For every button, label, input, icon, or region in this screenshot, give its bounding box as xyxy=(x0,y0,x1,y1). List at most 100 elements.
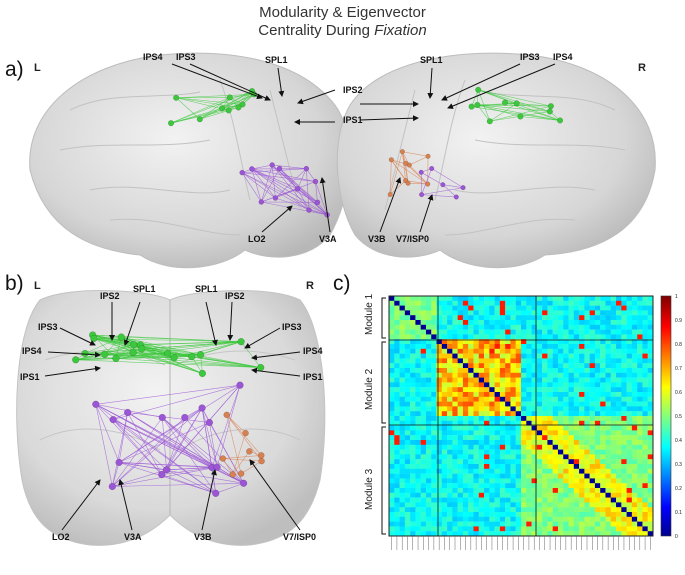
colorbar-tick: 0.2 xyxy=(675,486,682,492)
label-b-ips1-right: IPS1 xyxy=(303,372,323,382)
network-node xyxy=(474,101,481,108)
label-b-v3b: V3B xyxy=(194,532,212,542)
label-a-lo2: LO2 xyxy=(248,234,266,244)
network-v3b-posterior xyxy=(219,411,265,478)
label-a-right-ips4: IPS4 xyxy=(553,52,573,62)
network-node xyxy=(196,116,203,123)
colorbar-tick: 0.1 xyxy=(675,510,682,516)
network-node xyxy=(237,470,245,477)
network-node xyxy=(198,369,207,378)
network-node xyxy=(101,350,109,358)
network-node xyxy=(108,482,116,491)
label-b-spl1-left: SPL1 xyxy=(133,284,156,294)
label-a-ips2: IPS2 xyxy=(343,85,363,95)
network-node xyxy=(546,108,553,115)
network-visual-right-a xyxy=(418,165,466,200)
colorbar-tick: 0 xyxy=(675,534,678,540)
label-b-ips2-right: IPS2 xyxy=(225,291,245,301)
network-node xyxy=(173,94,180,101)
label-b-lo2: LO2 xyxy=(52,532,70,542)
network-node xyxy=(276,165,283,172)
label-a-ips1: IPS1 xyxy=(343,115,363,125)
label-b-ips3-left: IPS3 xyxy=(38,322,58,332)
label-a-v7-isp0: V7/ISP0 xyxy=(396,234,430,244)
network-node xyxy=(258,452,265,459)
hemi-right-b: R xyxy=(306,280,314,292)
network-node xyxy=(212,489,220,497)
network-node xyxy=(419,192,425,198)
panel-a-label: a) xyxy=(5,58,24,81)
panel-b-label: b) xyxy=(5,272,24,295)
network-node xyxy=(239,169,245,176)
network-node xyxy=(453,194,459,200)
network-node xyxy=(170,354,178,362)
network-node xyxy=(517,113,524,120)
network-node xyxy=(440,182,446,188)
network-node xyxy=(181,413,189,422)
network-node xyxy=(162,466,171,474)
colorbar-tick: 0.9 xyxy=(675,318,682,324)
network-node xyxy=(460,185,466,191)
label-b-v3a: V3A xyxy=(124,532,142,542)
network-node xyxy=(213,463,221,471)
network-node xyxy=(163,349,172,357)
network-node xyxy=(205,418,214,427)
module-3-label: Module 3 xyxy=(364,468,375,510)
network-node xyxy=(129,348,137,356)
network-node xyxy=(403,160,409,166)
network-node xyxy=(425,153,431,159)
network-node xyxy=(429,165,435,171)
network-node xyxy=(405,180,411,186)
network-node xyxy=(229,471,236,478)
network-fp-left-a xyxy=(167,88,258,127)
label-a-left-ips4: IPS4 xyxy=(143,52,163,62)
network-node xyxy=(486,118,493,125)
colorbar-tick: 1 xyxy=(675,294,678,300)
network-node xyxy=(418,169,424,175)
label-b-ips3-right: IPS3 xyxy=(282,322,302,332)
label-b-ips4-left: IPS4 xyxy=(22,346,42,356)
network-node xyxy=(130,341,138,349)
label-a-v3b: V3B xyxy=(368,234,386,244)
colorbar-tick: 0.7 xyxy=(675,366,682,372)
network-node xyxy=(502,99,509,106)
network-node xyxy=(219,455,227,462)
network-node xyxy=(239,101,246,108)
network-node xyxy=(188,353,196,361)
network-node xyxy=(294,186,301,192)
colorbar xyxy=(660,295,672,537)
label-a-right-spl1: SPL1 xyxy=(420,55,443,65)
network-node xyxy=(242,429,249,437)
module-1-label: Module 1 xyxy=(364,293,375,335)
network-node xyxy=(138,345,146,353)
hemi-right-a: R xyxy=(638,62,646,74)
network-node xyxy=(240,479,248,487)
network-node xyxy=(219,105,226,112)
network-node xyxy=(117,333,125,341)
network-node xyxy=(312,178,319,185)
colorbar-tick: 0.6 xyxy=(675,390,682,396)
label-a-left-spl1: SPL1 xyxy=(265,55,288,65)
colorbar-tick: 0.5 xyxy=(675,414,682,420)
network-visual-left-a xyxy=(239,162,330,218)
network-node xyxy=(198,404,206,412)
network-node xyxy=(109,416,117,424)
network-node xyxy=(269,162,275,168)
panel-c-label: c) xyxy=(333,272,351,295)
network-node xyxy=(235,104,242,111)
network-node xyxy=(513,100,520,107)
network-node xyxy=(399,149,405,155)
network-node xyxy=(223,411,230,419)
colorbar-tick: 0.8 xyxy=(675,342,682,348)
network-node xyxy=(557,117,564,124)
network-node xyxy=(112,354,120,363)
label-b-v7-isp0: V7/ISP0 xyxy=(283,532,317,542)
network-fp-posterior xyxy=(72,331,265,378)
network-node xyxy=(475,86,482,93)
hemi-left-b: L xyxy=(34,280,41,292)
label-a-left-ips3: IPS3 xyxy=(176,52,196,62)
network-node xyxy=(272,195,279,201)
label-b-ips2-left: IPS2 xyxy=(100,291,120,301)
network-node xyxy=(258,199,265,205)
